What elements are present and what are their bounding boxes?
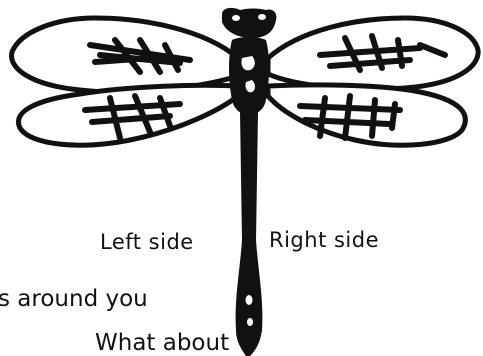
left-upper-wing <box>12 18 238 92</box>
dragonfly-thorax <box>229 37 269 115</box>
caption-line-1: s around you <box>0 286 148 312</box>
dragonfly-head <box>222 8 276 38</box>
dragonfly-abdomen <box>236 112 263 356</box>
left-side-label: Left side <box>100 230 194 254</box>
right-side-label: Right side <box>269 228 379 252</box>
right-lower-wing <box>268 85 465 145</box>
left-lower-wing <box>18 85 238 145</box>
caption-line-2: What about <box>95 330 229 356</box>
right-upper-wing <box>268 18 478 89</box>
